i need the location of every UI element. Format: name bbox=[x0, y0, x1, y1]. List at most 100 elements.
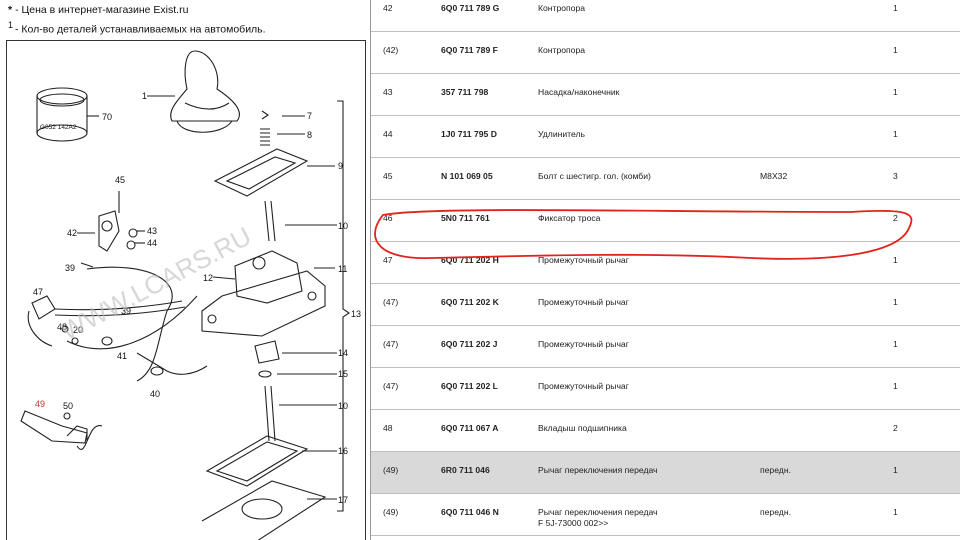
position-cell: 45 bbox=[383, 171, 393, 181]
callout-label: 50 bbox=[63, 401, 73, 411]
position-cell: 44 bbox=[383, 129, 393, 139]
note-cell: передн. bbox=[760, 465, 791, 475]
part-number-cell[interactable]: 1J0 711 795 D bbox=[441, 129, 497, 139]
table-row[interactable]: 45 N 101 069 05 Болт с шестигр. гол. (комб… bbox=[371, 158, 960, 200]
table-row[interactable]: 46 5N0 711 761 Фиксатор троса 2 bbox=[371, 200, 960, 242]
quantity-cell: 1 bbox=[893, 45, 898, 55]
callout-label: 20 bbox=[73, 325, 83, 335]
quantity-cell: 1 bbox=[893, 255, 898, 265]
diagram-svg: 1 70 7 8 9 45 42 43 44 10 39 11 12 47 48… bbox=[20, 50, 361, 540]
position-cell: (49) bbox=[383, 507, 399, 517]
quantity-cell: 2 bbox=[893, 213, 898, 223]
description-cell: Вкладыш подшипника bbox=[538, 423, 627, 433]
part-number-cell[interactable]: 5N0 711 761 bbox=[441, 213, 490, 223]
description-cell: Промежуточный рычаг bbox=[538, 381, 629, 391]
description-cell: Промежуточный рычаг bbox=[538, 339, 629, 349]
part-number-cell[interactable]: 6Q0 711 202 K bbox=[441, 297, 499, 307]
price-note: *- Цена в интернет-магазине Exist.ru bbox=[8, 4, 189, 16]
description-cell: Насадка/наконечник bbox=[538, 87, 620, 97]
part-number-cell[interactable]: 6Q0 711 046 N bbox=[441, 507, 499, 517]
position-cell: 47 bbox=[383, 255, 393, 265]
description-cell: Болт с шестигр. гол. (комби) bbox=[538, 171, 651, 181]
panel-divider bbox=[370, 0, 371, 540]
part-number-cell[interactable]: 357 711 798 bbox=[441, 87, 489, 97]
quantity-cell: 1 bbox=[893, 465, 898, 475]
part-number-cell[interactable]: N 101 069 05 bbox=[441, 171, 493, 181]
ring-badge: G052 142A2 bbox=[40, 124, 77, 131]
callout-label-highlighted: 49 bbox=[35, 399, 45, 409]
quantity-cell: 1 bbox=[893, 381, 898, 391]
quantity-cell: 1 bbox=[893, 129, 898, 139]
callout-label: 42 bbox=[67, 228, 77, 238]
callout-label: 8 bbox=[307, 130, 312, 140]
table-row[interactable]: 48 6Q0 711 067 A Вкладыш подшипника 2 bbox=[371, 410, 960, 452]
table-row[interactable]: (49) 6Q0 711 046 N Рычаг переключения пере… bbox=[371, 494, 960, 536]
table-row[interactable]: 47 6Q0 711 202 H Промежуточный рычаг 1 bbox=[371, 242, 960, 284]
callout-label: 1 bbox=[142, 91, 147, 101]
callout-label: 10 bbox=[338, 221, 348, 231]
position-cell: 48 bbox=[383, 423, 393, 433]
quantity-cell: 1 bbox=[893, 297, 898, 307]
position-cell: (47) bbox=[383, 297, 399, 307]
quantity-cell: 2 bbox=[893, 423, 898, 433]
callout-label: 39 bbox=[65, 263, 75, 273]
callout-label: 15 bbox=[338, 369, 348, 379]
part-number-cell[interactable]: 6R0 711 046 bbox=[441, 465, 490, 475]
part-number-cell[interactable]: 6Q0 711 789 G bbox=[441, 3, 500, 13]
part-number-cell[interactable]: 6Q0 711 202 J bbox=[441, 339, 498, 349]
table-row[interactable]: 43 357 711 798 Насадка/наконечник 1 bbox=[371, 74, 960, 116]
table-row[interactable]: (47) 6Q0 711 202 L Промежуточный рычаг 1 bbox=[371, 368, 960, 410]
table-row[interactable]: (47) 6Q0 711 202 J Промежуточный рычаг 1 bbox=[371, 326, 960, 368]
callout-label: 13 bbox=[351, 309, 361, 319]
position-cell: (47) bbox=[383, 381, 399, 391]
callout-label: 10 bbox=[338, 401, 348, 411]
callout-label: 9 bbox=[338, 161, 343, 171]
quantity-cell: 1 bbox=[893, 507, 898, 517]
part-number-cell[interactable]: 6Q0 711 202 H bbox=[441, 255, 499, 265]
callout-label: 48 bbox=[57, 322, 67, 332]
description-cell: Контропора bbox=[538, 45, 586, 55]
quantity-cell: 1 bbox=[893, 3, 898, 13]
position-cell: 42 bbox=[383, 3, 393, 13]
note-cell: передн. bbox=[760, 507, 791, 517]
description-cell: Рычаг переключения передач bbox=[538, 465, 658, 475]
callout-label: 12 bbox=[203, 273, 213, 283]
description-cell: Рычаг переключения передач bbox=[538, 507, 658, 517]
quantity-cell: 1 bbox=[893, 87, 898, 97]
callout-label: 45 bbox=[115, 175, 125, 185]
position-cell: (49) bbox=[383, 465, 399, 475]
exploded-diagram: 1 70 7 8 9 45 42 43 44 10 39 11 12 47 48… bbox=[6, 40, 366, 540]
part-number-cell[interactable]: 6Q0 711 202 L bbox=[441, 381, 498, 391]
table-row[interactable]: (49) 6R0 711 046 Рычаг переключения переда… bbox=[371, 452, 960, 494]
description-cell: Промежуточный рычаг bbox=[538, 297, 629, 307]
callout-label: 16 bbox=[338, 446, 348, 456]
callout-label: 44 bbox=[147, 238, 157, 248]
part-number-cell[interactable]: 6Q0 711 067 A bbox=[441, 423, 499, 433]
description-cell: Контропора bbox=[538, 3, 586, 13]
table-row[interactable]: 42 6Q0 711 789 G Контропора 1 bbox=[371, 0, 960, 32]
table-row[interactable]: (47) 6Q0 711 202 K Промежуточный рычаг 1 bbox=[371, 284, 960, 326]
table-row[interactable]: (42) 6Q0 711 789 F Контропора 1 bbox=[371, 32, 960, 74]
callout-label: 17 bbox=[338, 495, 348, 505]
position-cell: (47) bbox=[383, 339, 399, 349]
description-cell: Удлинитель bbox=[538, 129, 585, 139]
note-cell: M8X32 bbox=[760, 171, 788, 181]
callout-label: 70 bbox=[102, 112, 112, 122]
position-cell: 46 bbox=[383, 213, 393, 223]
position-cell: (42) bbox=[383, 45, 399, 55]
description-cell: Фиксатор троса bbox=[538, 213, 601, 223]
parts-table: 42 6Q0 711 789 G Контропора 1 (42) 6Q0 711 78… bbox=[371, 0, 960, 540]
callout-label: 47 bbox=[33, 287, 43, 297]
description-subline: F 5J-73000 002>> bbox=[538, 518, 609, 528]
callout-label: 14 bbox=[338, 348, 348, 358]
position-cell: 43 bbox=[383, 87, 393, 97]
description-cell: Промежуточный рычаг bbox=[538, 255, 629, 265]
callout-label: 41 bbox=[117, 351, 127, 361]
quantity-cell: 1 bbox=[893, 339, 898, 349]
callout-label: 40 bbox=[150, 389, 160, 399]
parts-diagram-panel: *- Цена в интернет-магазине Exist.ru 1- … bbox=[0, 0, 370, 540]
table-row[interactable]: 44 1J0 711 795 D Удлинитель 1 bbox=[371, 116, 960, 158]
quantity-note: 1- Кол-во деталей устанавливаемых на авт… bbox=[8, 20, 266, 36]
callout-label: 7 bbox=[307, 111, 312, 121]
part-number-cell[interactable]: 6Q0 711 789 F bbox=[441, 45, 498, 55]
